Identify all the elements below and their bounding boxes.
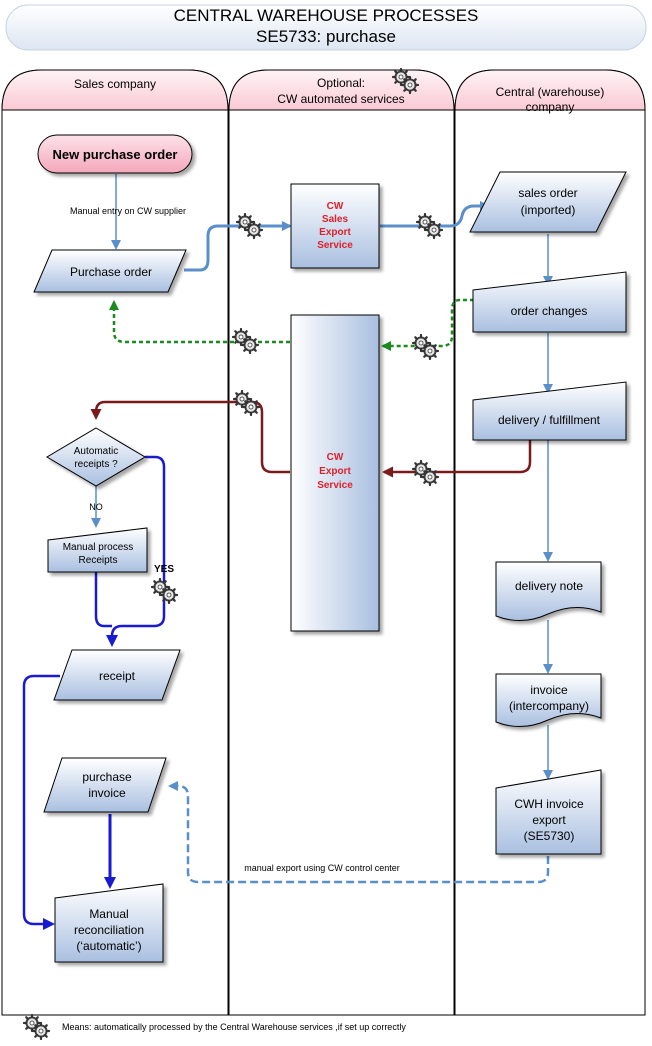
delivery-note-node xyxy=(495,561,602,621)
lane-optional-line-1: Optional: xyxy=(317,76,365,90)
purchase-invoice-line-2: invoice xyxy=(88,786,126,800)
receipt-node xyxy=(53,649,181,701)
invoice-line-1: invoice xyxy=(530,683,568,697)
connectors xyxy=(22,174,553,930)
arrow-delivery-to-export-service xyxy=(382,440,532,478)
manual-reconciliation-node xyxy=(54,883,164,963)
manual-entry-label: Manual entry on CW supplier xyxy=(70,206,186,216)
title-banner: CENTRAL WAREHOUSE PROCESSES SE5733: purc… xyxy=(5,4,647,51)
manual-export-label: manual export using CW control center xyxy=(244,863,400,873)
no-label: NO xyxy=(89,502,103,512)
arrow-changes-to-export-service xyxy=(381,298,474,351)
manual-reconciliation-line-1: Manual xyxy=(89,907,128,921)
manual-reconciliation-line-3: (‘automatic’) xyxy=(76,939,141,953)
cw-sales-export-line-3: Export xyxy=(319,227,351,238)
arrow-manual-receipts-to-receipt xyxy=(94,572,112,628)
new-purchase-order-label: New purchase order xyxy=(53,147,178,162)
cwh-export-line-3: (SE5730) xyxy=(524,829,575,843)
new-purchase-order-node xyxy=(37,134,193,174)
legend-gear-icon xyxy=(24,1015,49,1039)
manual-process-receipts-node xyxy=(47,527,148,573)
arrow-export-service-to-auto-receipts xyxy=(90,400,290,474)
lane-central-line-1: Central (warehouse) xyxy=(496,85,605,99)
arrow-receipt-to-reconciliation xyxy=(22,674,60,930)
cw-export-service-line-3: Service xyxy=(317,480,353,491)
cwh-invoice-export-node xyxy=(495,769,602,855)
manual-reconciliation-line-2: reconciliation xyxy=(74,923,144,937)
arrow-po-to-sales-export xyxy=(184,221,292,272)
delivery-fulfillment-node xyxy=(472,381,627,441)
arrow-auto-receipts-yes xyxy=(106,455,166,647)
cw-sales-export-line-2: Sales xyxy=(322,214,349,225)
cw-export-service-line-1: CW xyxy=(327,452,344,463)
invoice-line-2: (intercompany) xyxy=(509,699,589,713)
sales-order-node xyxy=(469,171,627,233)
shapes: New purchase order Purchase order CW Sal… xyxy=(33,134,627,963)
title-line-2: SE5733: purchase xyxy=(256,27,396,46)
purchase-invoice-node xyxy=(43,757,167,813)
cwh-export-line-2: export xyxy=(532,813,566,827)
manual-receipts-line-2: Receipts xyxy=(79,555,118,566)
automatic-receipts-decision xyxy=(46,427,146,487)
purchase-order-label: Purchase order xyxy=(70,265,152,279)
cw-sales-export-service-node xyxy=(290,183,380,269)
invoice-intercompany-node xyxy=(495,673,602,727)
sales-order-line-1: sales order xyxy=(518,186,577,200)
order-changes-label: order changes xyxy=(511,304,588,318)
delivery-note-label: delivery note xyxy=(515,579,583,593)
cw-export-service-line-2: Export xyxy=(319,466,351,477)
title-line-1: CENTRAL WAREHOUSE PROCESSES xyxy=(174,6,479,25)
automatic-receipts-line-1: Automatic xyxy=(74,446,118,457)
cw-sales-export-line-4: Service xyxy=(317,240,353,251)
cw-export-service-node xyxy=(290,314,380,632)
yes-label: YES xyxy=(154,564,174,575)
purchase-invoice-line-1: purchase xyxy=(82,770,132,784)
lane-central-line-2: company xyxy=(526,100,575,114)
manual-receipts-line-1: Manual process xyxy=(63,542,134,553)
cw-sales-export-line-1: CW xyxy=(327,201,344,212)
legend-text: Means: automatically processed by the Ce… xyxy=(62,1022,406,1032)
purchase-order-node xyxy=(33,249,187,293)
arrow-cwh-export-to-purchase-invoice xyxy=(168,781,550,884)
lane-optional-line-2: CW automated services xyxy=(277,92,404,106)
receipt-label: receipt xyxy=(99,669,136,683)
legend: Means: automatically processed by the Ce… xyxy=(24,1015,406,1039)
arrow-sales-export-to-sales-order xyxy=(380,201,490,228)
order-changes-node xyxy=(472,271,627,333)
sales-order-line-2: (imported) xyxy=(521,203,576,217)
lane-sales-company: Sales company xyxy=(74,77,156,91)
automatic-receipts-line-2: receipts ? xyxy=(74,459,118,470)
delivery-fulfillment-label: delivery / fulfillment xyxy=(498,413,601,427)
cwh-export-line-1: CWH invoice xyxy=(514,797,584,811)
